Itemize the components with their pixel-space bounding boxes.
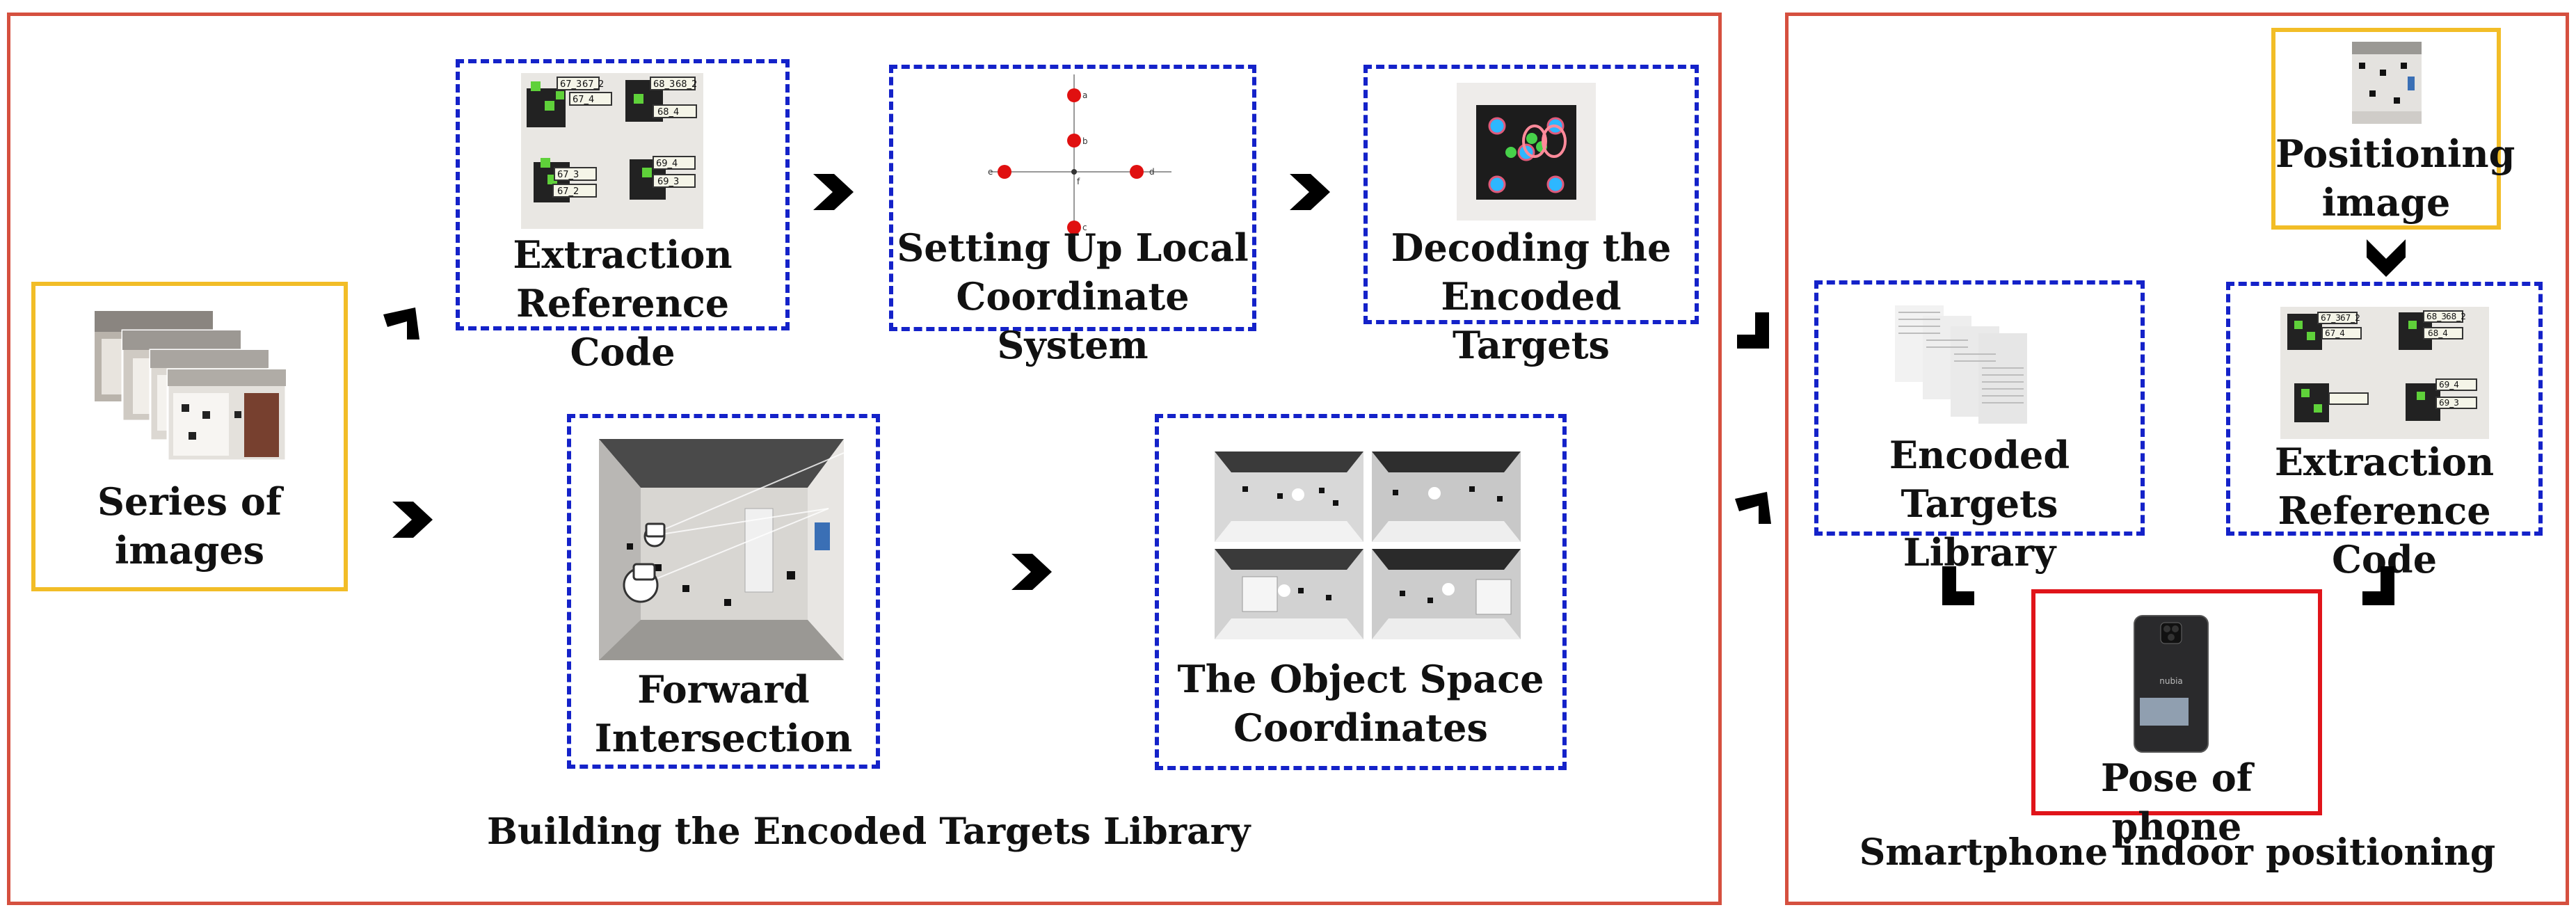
code-label: 68_3 bbox=[653, 79, 675, 90]
indoor-positioning-panel bbox=[1785, 13, 2569, 905]
extraction-right-line1: Extraction bbox=[2274, 440, 2495, 484]
camera-icon bbox=[643, 522, 666, 548]
positioning-image-thumbnail bbox=[2352, 42, 2422, 124]
chevron-down-left-icon bbox=[2358, 564, 2403, 608]
forward-intersection-box: Forward Intersection bbox=[567, 414, 880, 769]
point-label: c bbox=[1082, 223, 1087, 232]
encoded-targets-library-box: Encoded Targets Library bbox=[1814, 280, 2145, 575]
local-coordinate-line2: Coordinate System bbox=[956, 274, 1190, 367]
right-panel-caption: Smartphone indoor positioning bbox=[1859, 831, 2496, 874]
extraction-label-line2: Reference Code bbox=[515, 281, 730, 374]
extraction-thumbnail: 67_3 67_2 67_4 68_3 68_2 68_4 67_3 67_2 … bbox=[521, 73, 703, 229]
code-label: 67_3 bbox=[2321, 313, 2341, 323]
point-label: d bbox=[1149, 167, 1155, 177]
extraction-label-line1: Extraction bbox=[513, 232, 733, 277]
point-label: f bbox=[1077, 177, 1080, 186]
extraction-label: Extraction Reference Code bbox=[460, 230, 785, 376]
pose-of-phone-label: Pose of phone bbox=[2101, 756, 2253, 849]
point-label: a bbox=[1082, 90, 1087, 100]
point-label: e bbox=[988, 167, 993, 177]
pose-of-phone-box: nubia Pose of phone bbox=[2031, 589, 2322, 849]
positioning-label-line2: image bbox=[2321, 180, 2451, 225]
library-building-panel bbox=[7, 13, 1722, 905]
extraction-label-right: Extraction Reference Code bbox=[2230, 438, 2538, 584]
library-table-image bbox=[1895, 305, 2034, 424]
chevron-right-icon bbox=[1009, 550, 1053, 594]
code-label: 67_2 bbox=[557, 186, 579, 197]
coordinate-diagram: a b c d e f bbox=[963, 74, 1185, 255]
decoding-box: Decoding the Encoded Targets bbox=[1363, 65, 1699, 367]
object-space-box: The Object Space Coordinates bbox=[1155, 414, 1567, 770]
local-coordinate-box: a b c d e f Setting Up Local Coordinate … bbox=[889, 65, 1256, 367]
positioning-image-box: Positioning image bbox=[2271, 28, 2515, 230]
series-images-stack bbox=[95, 311, 286, 461]
left-panel-caption: Building the Encoded Targets Library bbox=[487, 810, 1251, 853]
positioning-image-label: Positioning image bbox=[2275, 129, 2515, 227]
phone-brand-text: nubia bbox=[2159, 676, 2183, 686]
chevron-down-right-icon bbox=[1934, 564, 1978, 608]
target-cluster-top-left bbox=[527, 77, 612, 127]
series-of-images-label: Series of images bbox=[35, 477, 344, 575]
chevron-right-icon bbox=[390, 497, 434, 542]
library-label-line1: Encoded Targets bbox=[1889, 433, 2070, 526]
code-label: 67_3 bbox=[560, 79, 582, 90]
positioning-label-line1: Positioning bbox=[2275, 131, 2515, 176]
code-label: 69_4 bbox=[656, 159, 678, 169]
object-space-label: The Object Space Coordinates bbox=[1159, 655, 1562, 752]
chevron-right-icon bbox=[1287, 170, 1331, 214]
series-of-images-box: Series of images bbox=[31, 282, 348, 591]
series-label-line1: Series of bbox=[97, 479, 282, 524]
extraction-reference-code-box-right: 67_3 67_2 67_4 68_3 68_2 68_4 69_4 69_3 … bbox=[2226, 282, 2543, 582]
forward-intersection-image bbox=[599, 439, 844, 660]
series-label-line2: images bbox=[114, 528, 265, 573]
object-space-line1: The Object Space bbox=[1177, 657, 1544, 701]
code-label: 67_4 bbox=[2325, 328, 2345, 338]
forward-label-line2: Intersection bbox=[594, 716, 853, 760]
code-label: 68_2 bbox=[2446, 312, 2466, 321]
object-space-renders bbox=[1215, 451, 1521, 639]
code-label: 68_4 bbox=[2428, 328, 2448, 338]
phone-image: nubia bbox=[2133, 614, 2209, 753]
code-label: 68_3 bbox=[2426, 312, 2447, 321]
extraction-reference-code-box: 67_3 67_2 67_4 68_3 68_2 68_4 67_3 67_2 … bbox=[456, 59, 790, 374]
library-label-line2: Library bbox=[1903, 530, 2056, 575]
decoding-label: Decoding the Encoded Targets bbox=[1368, 223, 1695, 369]
forward-intersection-label: Forward Intersection bbox=[571, 665, 876, 762]
code-label: 67_2 bbox=[2340, 313, 2360, 323]
forward-label-line1: Forward bbox=[637, 667, 810, 712]
camera-icon bbox=[623, 563, 659, 603]
object-space-line2: Coordinates bbox=[1233, 705, 1488, 750]
code-label: 68_4 bbox=[657, 107, 679, 118]
code-label: 69_3 bbox=[657, 177, 679, 187]
code-label: 67_2 bbox=[582, 79, 604, 90]
code-label: 67_4 bbox=[573, 95, 594, 105]
chevron-down-icon bbox=[2364, 235, 2408, 280]
chevron-up-right-icon bbox=[1731, 484, 1775, 528]
decoding-target-image bbox=[1457, 83, 1596, 221]
local-coordinate-label: Setting Up Local Coordinate System bbox=[893, 223, 1252, 369]
extraction-thumbnail-right: 67_3 67_2 67_4 68_3 68_2 68_4 69_4 69_3 bbox=[2280, 307, 2489, 439]
decoding-label-line1: Decoding the bbox=[1391, 225, 1672, 270]
chevron-down-right-icon bbox=[1731, 306, 1775, 351]
chevron-up-right-icon bbox=[379, 299, 424, 344]
code-label: 68_2 bbox=[675, 79, 697, 90]
extraction-right-line2: Reference Code bbox=[2278, 488, 2491, 582]
code-label: 69_4 bbox=[2439, 380, 2459, 390]
code-label: 67_3 bbox=[557, 170, 579, 180]
point-label: b bbox=[1082, 136, 1088, 146]
library-label: Encoded Targets Library bbox=[1818, 431, 2141, 577]
local-coordinate-line1: Setting Up Local bbox=[897, 225, 1249, 270]
decoding-label-line2: Encoded Targets bbox=[1441, 274, 1622, 367]
chevron-right-icon bbox=[810, 170, 855, 214]
code-label: 69_3 bbox=[2439, 398, 2459, 408]
